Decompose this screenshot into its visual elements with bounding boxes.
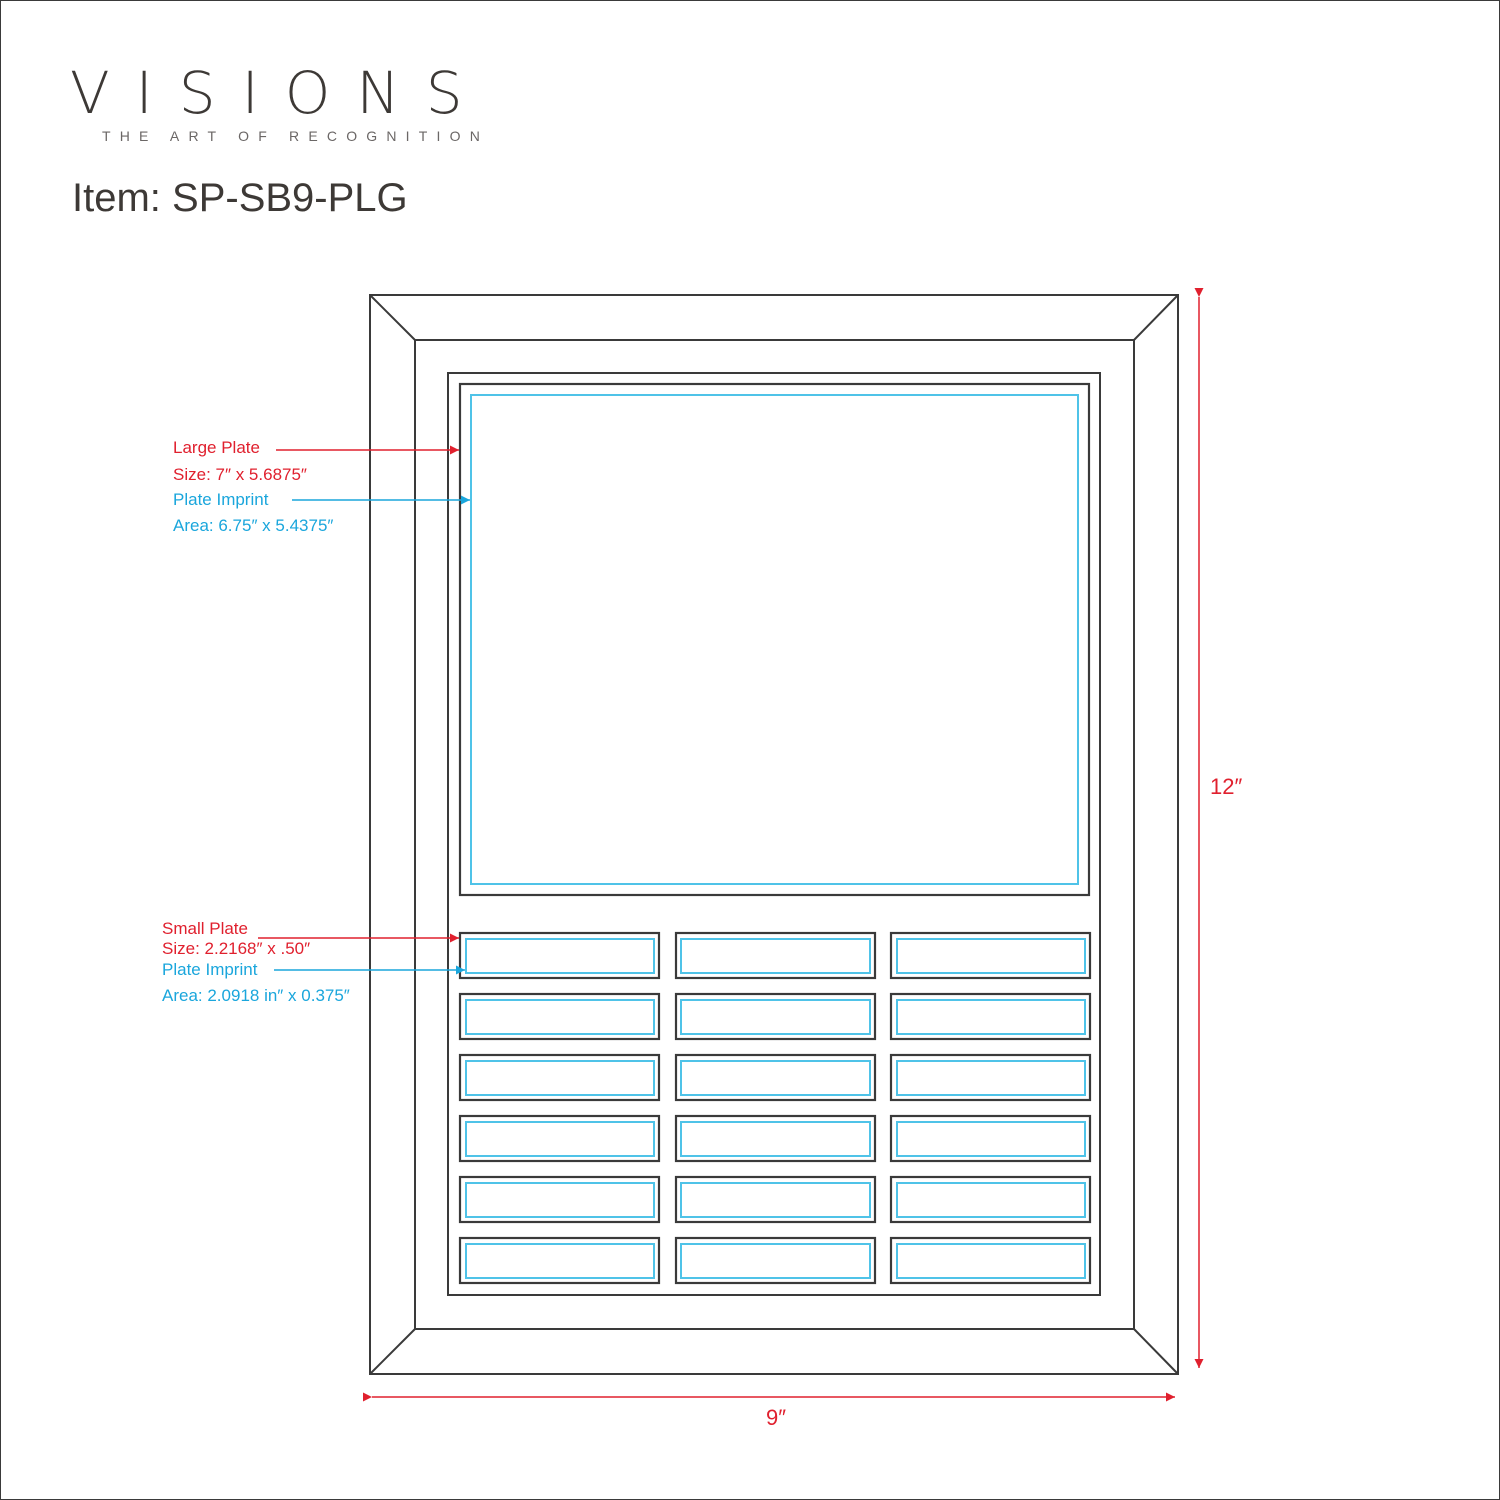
small-plate-title: Small Plate — [162, 919, 248, 938]
large-plate — [458, 382, 1091, 897]
width-dimension-label: 9″ — [766, 1405, 787, 1430]
brand-wordmark: VISIONS — [70, 59, 489, 127]
large-plate-imprint — [470, 394, 1079, 885]
large-imprint-title: Plate Imprint — [173, 490, 269, 509]
small-plate-size: Size: 2.2168″ x .50″ — [162, 939, 311, 958]
large-imprint-area: Area: 6.75″ x 5.4375″ — [173, 516, 334, 535]
frame — [369, 294, 1179, 1375]
item-title: Item: SP-SB9-PLG — [72, 176, 408, 220]
brand-logo: VISIONS THE ART OF RECOGNITION — [70, 59, 489, 144]
brand-tagline: THE ART OF RECOGNITION — [102, 128, 490, 144]
small-plate-grid — [458, 931, 1092, 1285]
backing-panel — [447, 372, 1101, 1296]
height-dimension-label: 12″ — [1210, 774, 1243, 799]
large-plate-size: Size: 7″ x 5.6875″ — [173, 465, 307, 484]
small-imprint-title: Plate Imprint — [162, 960, 258, 979]
large-plate-title: Large Plate — [173, 438, 260, 457]
small-imprint-area: Area: 2.0918 in″ x 0.375″ — [162, 986, 350, 1005]
